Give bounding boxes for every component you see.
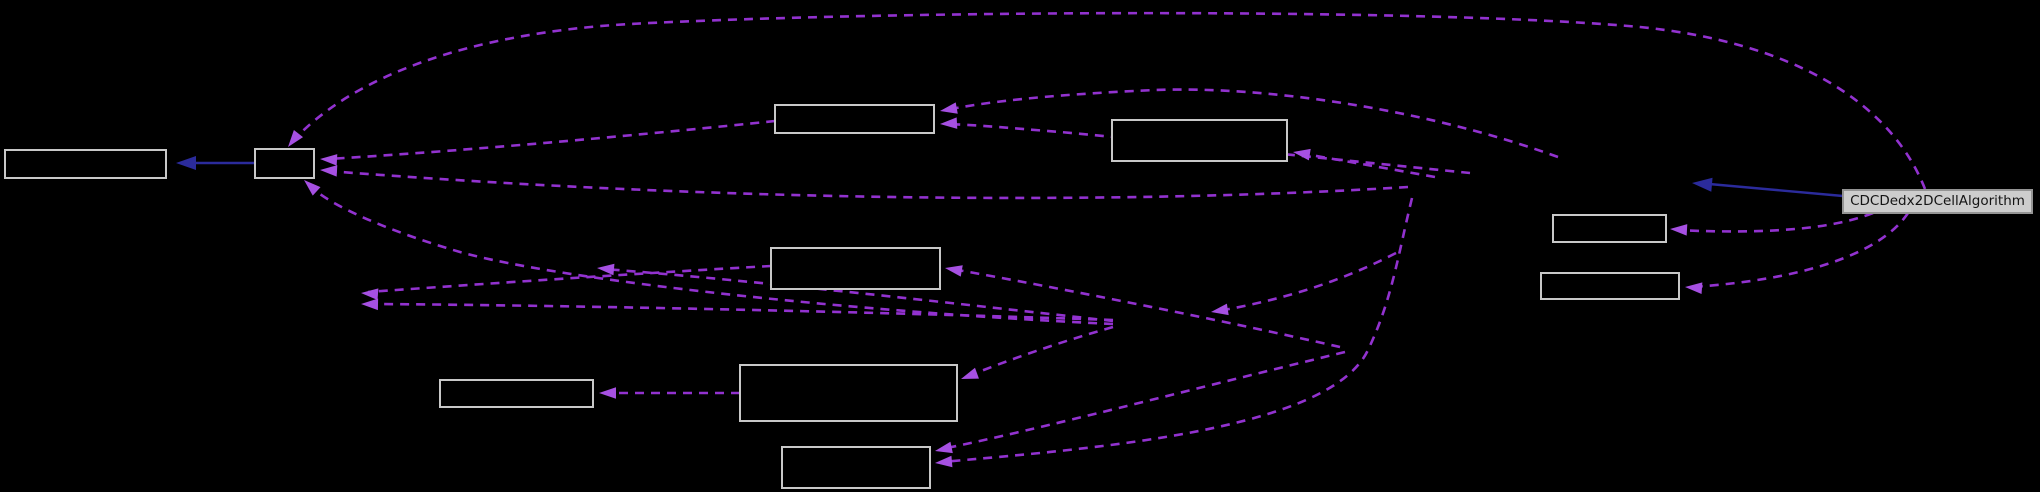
edge-class-to-r2-arrowhead [1685,282,1703,294]
edge-to-top-right-arrowhead [1293,148,1311,161]
edge-class-to-r1 [1675,211,1874,233]
edge-class-to-r1-arrowhead [1670,224,1688,236]
edge-to-top-middle-2-arrowhead [940,117,958,129]
edge-to-bottom-1-arrowhead [935,441,953,454]
edge-topmid-to-hub [327,119,776,161]
edge-curve-hub-bottom-arrowhead [304,180,321,196]
edge-curve-hub-bottom [307,183,1114,326]
node-right-small-1[interactable] [1552,214,1667,243]
edge-to-bottom-1 [941,350,1346,451]
edge-mid-diag [603,267,1114,323]
edge-to-top-middle-1 [945,88,1559,159]
edge-class-to-r2 [1691,212,1910,289]
edge-to-bigbox-right-arrowhead [961,367,979,379]
edge-sweep-bottom-2-arrowhead [935,455,953,468]
edge-sweep-bottom-2 [941,197,1414,464]
node-left-base[interactable] [4,149,167,179]
edge-long-to-hub [327,169,1409,200]
edge-to-hub2-arrowhead [1211,303,1229,316]
edge-top-loop [291,11,1927,190]
edge-flat-long-arrowhead [361,298,379,311]
edge-topmid-to-hub-arrowhead [320,154,338,166]
node-top-middle[interactable] [774,104,935,134]
edge-bigbox-to-left-arrowhead [599,387,616,399]
node-bottom-big[interactable] [739,364,958,422]
edge-inherit-class-arrowhead [1692,177,1713,192]
node-middle[interactable] [770,247,941,290]
edge-to-hub2 [1217,251,1397,313]
edge-flat-long [367,302,1114,322]
node-bottom[interactable] [781,446,931,489]
edge-to-top-middle-1-arrowhead [940,102,958,114]
edge-to-top-right [1298,151,1436,179]
edge-middle-left-out-arrowhead [361,288,379,300]
edge-to-middle-right-arrowhead [945,265,963,277]
node-class[interactable] [1842,189,2033,214]
edge-to-top-middle-2 [945,122,1471,175]
edge-top-loop-arrowhead [288,130,304,147]
edge-to-bigbox-right [965,325,1114,379]
node-right-small-2[interactable] [1540,272,1680,300]
node-top-right[interactable] [1111,119,1288,162]
edge-to-middle-right [951,267,1341,349]
edge-inherit-class [1697,181,1844,198]
node-hub-small[interactable] [254,148,315,179]
edge-middle-left-out [367,264,772,294]
edge-long-to-hub-arrowhead [320,165,338,177]
edge-inherit-left-arrowhead [176,156,196,170]
edge-mid-diag-arrowhead [597,263,615,276]
node-bottom-left[interactable] [439,379,594,408]
